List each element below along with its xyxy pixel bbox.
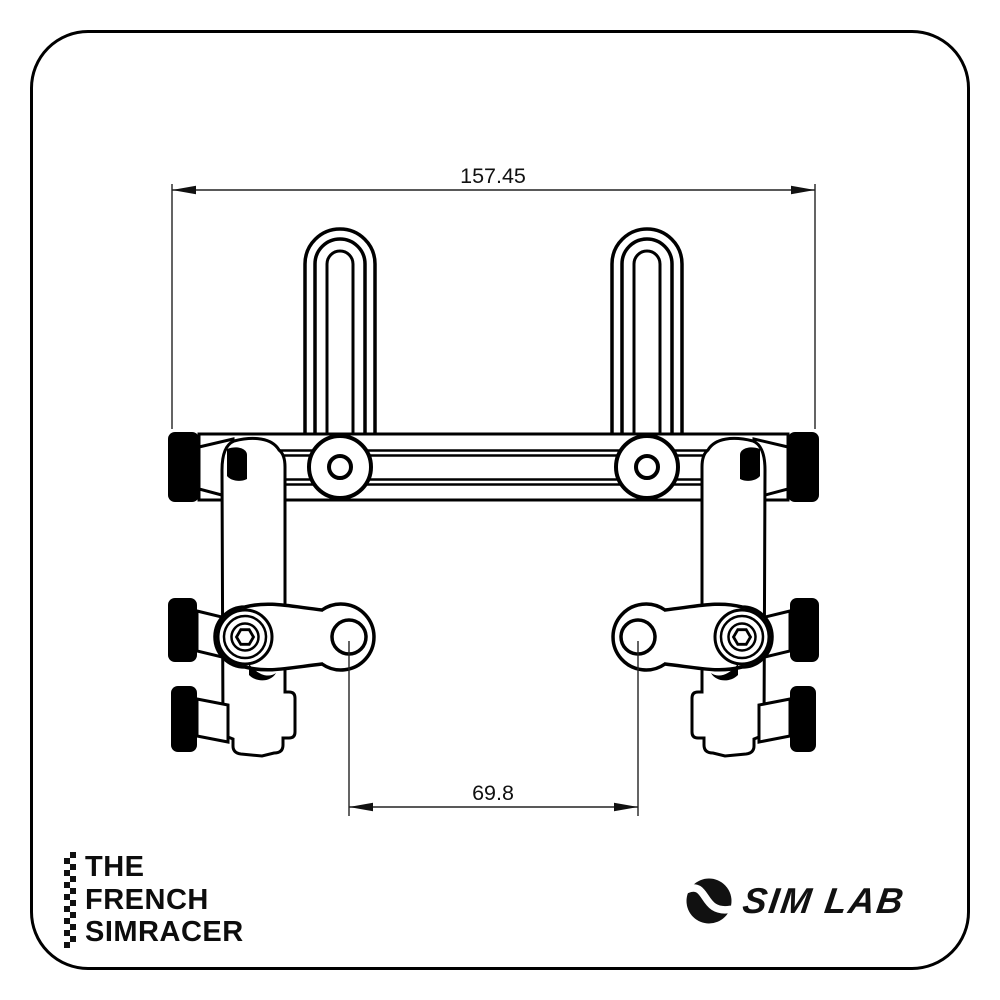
crossbar: [197, 432, 790, 502]
extension-lines: [171, 184, 816, 816]
dimension-lines: [172, 189, 815, 808]
simlab-wordmark: SIM LAB: [740, 880, 908, 921]
the-french-simracer-logo: THE FRENCH SIMRACER: [64, 852, 244, 948]
dimension-width-label: 157.45: [460, 164, 526, 188]
logo-line-simracer: SIMRACER: [85, 916, 244, 948]
dimension-spacing-label: 69.8: [472, 781, 514, 805]
the-french-simracer-wordmark: THE FRENCH SIMRACER: [85, 852, 244, 948]
sim-lab-logo: SIM LAB: [684, 876, 908, 926]
dimension-annotations: 157.45 69.8: [171, 164, 816, 816]
logo-line-french: FRENCH: [85, 883, 209, 916]
simlab-s-icon: [684, 878, 734, 924]
crossbar-slot-lines: [201, 449, 786, 486]
dimension-arrows: [172, 185, 815, 812]
checkered-flag-strip: [64, 852, 76, 948]
logo-line-the: THE: [85, 851, 145, 883]
